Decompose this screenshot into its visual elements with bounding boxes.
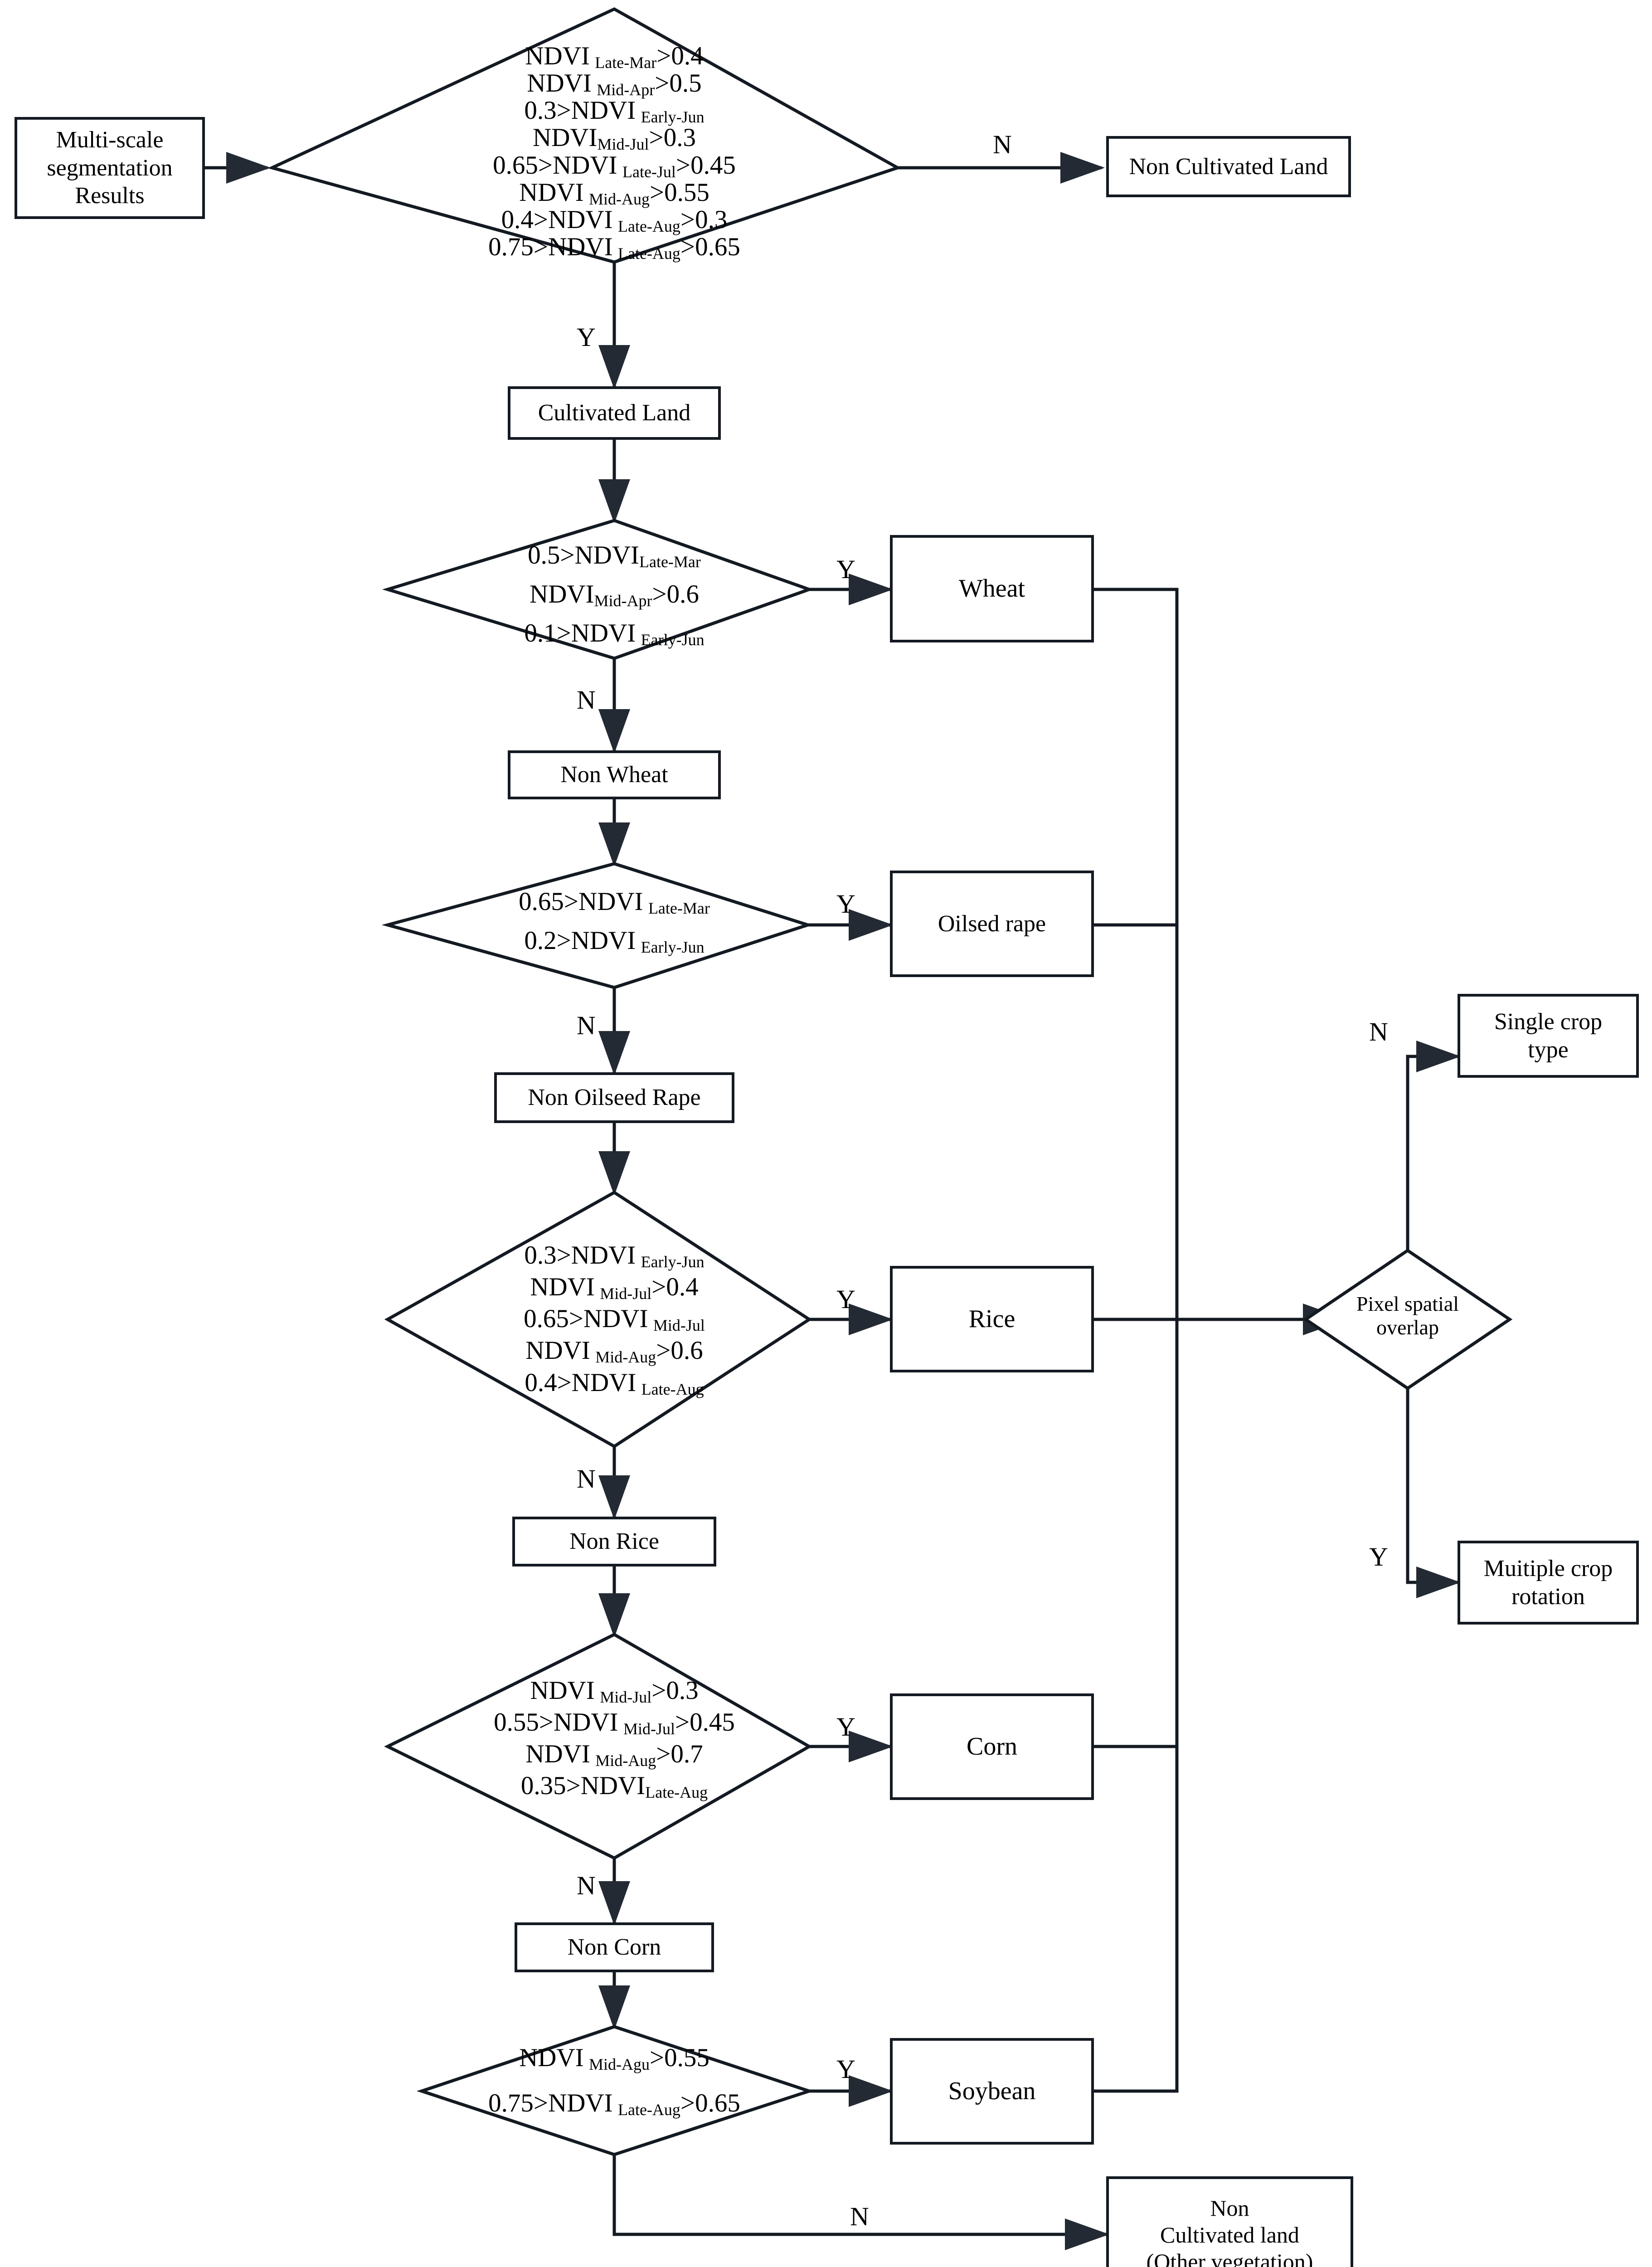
muitiple-crop-rotation-box[interactable]: Muitiple crop rotation	[1458, 1541, 1639, 1625]
oilseed-rape-decision-text: 0.65>NDVI Late-Mar 0.2>NDVI Early-Jun	[388, 887, 841, 967]
soybean-decision-condition-1: NDVI Mid-Agu>0.55	[519, 2043, 709, 2073]
cultivated-land-decision-condition-1: NDVI Late-Mar>0.4	[525, 42, 704, 72]
soybean-decision-text: NDVI Mid-Agu>0.55 0.75>NDVI Late-Aug>0.65	[388, 2043, 841, 2136]
non-cultivated-land-other-vegetation-box[interactable]: Non Cultivated land (Other vegetation)	[1106, 2176, 1353, 2267]
cultivated-land-decision-condition-5: 0.65>NDVI Late-Jul>0.45	[493, 151, 736, 181]
cultivated-land-label: Cultivated Land	[538, 400, 691, 426]
start-line-2: segmentation	[47, 155, 173, 181]
corn-decision-condition-2: 0.55>NDVI Mid-Jul>0.45	[494, 1708, 735, 1738]
non-rice-box[interactable]: Non Rice	[512, 1517, 716, 1566]
wheat-label: Wheat	[958, 574, 1025, 603]
cultivated-land-decision-condition-7: 0.4>NDVI Late-Aug>0.3	[501, 205, 728, 235]
edge-label-cultivated-n: N	[993, 130, 1012, 159]
edge-label-rice-y: Y	[836, 1284, 855, 1314]
rice-label: Rice	[968, 1305, 1015, 1333]
rice-decision-condition-4: NDVI Mid-Aug>0.6	[525, 1336, 703, 1367]
soybean-box[interactable]: Soybean	[890, 2038, 1094, 2145]
edge-label-wheat-y: Y	[836, 555, 855, 584]
corn-decision-condition-4: 0.35>NDVILate-Aug	[520, 1771, 708, 1802]
muitiple-crop-rotation-line-1: Muitiple crop	[1483, 1556, 1613, 1582]
single-crop-type-box[interactable]: Single crop type	[1458, 994, 1639, 1078]
rice-decision-condition-2: NDVI Mid-Jul>0.4	[530, 1273, 699, 1303]
edge-label-corn-y: Y	[836, 1712, 855, 1742]
rice-decision-condition-3: 0.65>NDVI Mid-Jul	[524, 1304, 705, 1335]
wheat-box[interactable]: Wheat	[890, 535, 1094, 642]
oilseed-rape-decision-condition-1: 0.65>NDVI Late-Mar	[519, 887, 710, 917]
non-wheat-label: Non Wheat	[560, 762, 668, 788]
start-line-1: Multi-scale	[56, 127, 164, 153]
rice-decision-condition-1: 0.3>NDVI Early-Jun	[524, 1241, 705, 1271]
edge-label-wheat-n: N	[577, 685, 596, 715]
corn-box[interactable]: Corn	[890, 1693, 1094, 1800]
edge-label-soybean-n: N	[850, 2202, 869, 2231]
start-line-3: Results	[75, 183, 145, 209]
wheat-decision-condition-1: 0.5>NDVILate-Mar	[528, 541, 701, 571]
nc-other-line-1: Non	[1210, 2195, 1249, 2221]
oilsed-rape-label: Oilsed rape	[938, 910, 1046, 937]
non-cultivated-land-box[interactable]: Non Cultivated Land	[1106, 136, 1351, 197]
non-wheat-box[interactable]: Non Wheat	[508, 750, 721, 799]
cultivated-land-decision-condition-2: NDVI Mid-Apr>0.5	[527, 69, 702, 99]
wheat-decision-condition-2: NDVIMid-Apr>0.6	[530, 580, 699, 610]
non-corn-label: Non Corn	[567, 1934, 661, 1961]
non-corn-box[interactable]: Non Corn	[515, 1922, 714, 1972]
corn-decision-condition-1: NDVI Mid-Jul>0.3	[530, 1676, 699, 1706]
rice-decision-condition-5: 0.4>NDVI Late-Aug	[525, 1368, 704, 1398]
edge-label-corn-n: N	[577, 1871, 596, 1900]
edge-label-rice-n: N	[577, 1464, 596, 1493]
non-cultivated-land-label: Non Cultivated Land	[1129, 153, 1328, 180]
edge-label-oilseed-n: N	[577, 1011, 596, 1040]
cultivated-land-decision-condition-4: NDVIMid-Jul>0.3	[533, 123, 696, 154]
soybean-label: Soybean	[948, 2077, 1036, 2106]
edge-label-overlap-n: N	[1369, 1017, 1388, 1046]
single-crop-type-line-2: type	[1528, 1036, 1569, 1063]
oilseed-rape-decision-condition-2: 0.2>NDVI Early-Jun	[524, 926, 705, 957]
rice-box[interactable]: Rice	[890, 1266, 1094, 1372]
non-rice-label: Non Rice	[569, 1528, 659, 1555]
cultivated-land-decision-condition-8: 0.75>NDVI Late-Aug>0.65	[488, 232, 740, 263]
nc-other-line-3: (Other vegetation)	[1146, 2248, 1313, 2267]
muitiple-crop-rotation-line-2: rotation	[1511, 1583, 1585, 1610]
corn-decision-condition-3: NDVI Mid-Aug>0.7	[525, 1740, 703, 1770]
edge-label-soybean-y: Y	[836, 2054, 855, 2084]
soybean-decision-condition-2: 0.75>NDVI Late-Aug>0.65	[488, 2089, 740, 2119]
multi-scale-segmentation-results-box[interactable]: Multi-scale segmentation Results	[15, 117, 205, 219]
single-crop-type-line-1: Single crop	[1494, 1009, 1603, 1035]
cultivated-land-box[interactable]: Cultivated Land	[508, 386, 721, 440]
edge-label-overlap-y: Y	[1369, 1542, 1388, 1571]
cultivated-land-decision-condition-3: 0.3>NDVI Early-Jun	[524, 96, 705, 126]
non-oilseed-rape-box[interactable]: Non Oilseed Rape	[494, 1072, 734, 1123]
edge-label-cultivated-y: Y	[577, 322, 596, 352]
edge-label-oilseed-y: Y	[836, 889, 855, 919]
corn-label: Corn	[967, 1732, 1017, 1761]
nc-other-line-2: Cultivated land	[1160, 2222, 1299, 2248]
non-oilseed-rape-label: Non Oilseed Rape	[528, 1085, 701, 1111]
pixel-spatial-overlap-label: Pixel spatial overlap	[1356, 1292, 1459, 1339]
cultivated-land-decision-condition-6: NDVI Mid-Aug>0.55	[519, 178, 709, 208]
oilsed-rape-box[interactable]: Oilsed rape	[890, 871, 1094, 977]
wheat-decision-condition-3: 0.1>NDVI Early-Jun	[524, 619, 705, 649]
